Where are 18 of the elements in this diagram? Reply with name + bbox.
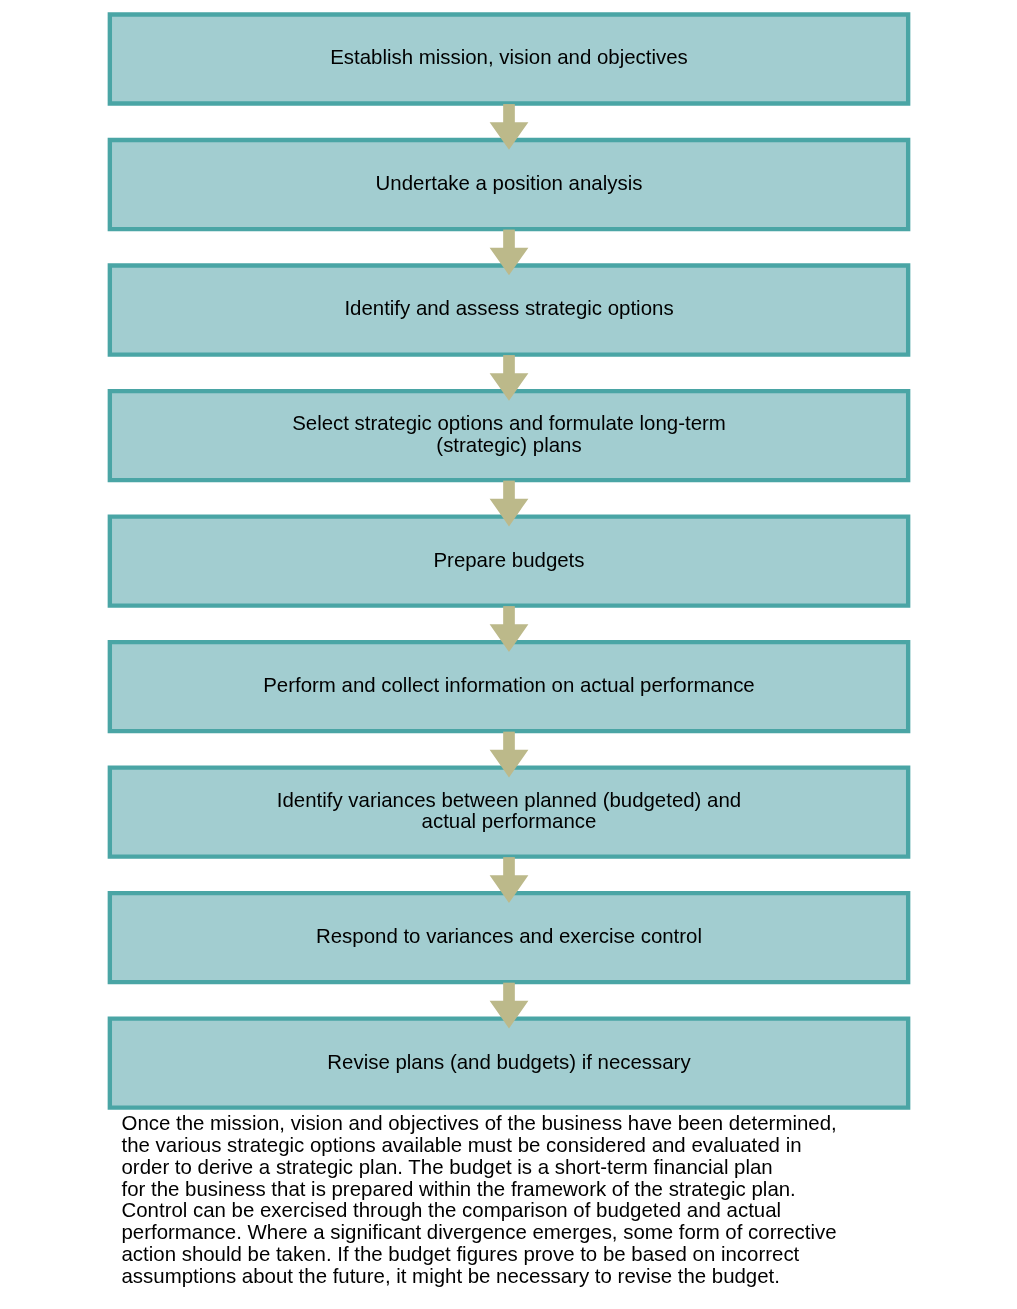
arrow [489, 606, 528, 652]
node-box: Identify variances between planned (budgeted) and actual performance [107, 765, 910, 859]
arrow [489, 857, 528, 903]
node-box: Prepare budgets [107, 514, 910, 608]
arrow [489, 982, 528, 1029]
arrow [489, 731, 528, 778]
node-box: Undertake a position analysis [107, 137, 910, 232]
arrow [489, 229, 528, 276]
arrow [489, 104, 528, 150]
node-box: Identify and assess strategic options [107, 263, 910, 357]
node-box: Establish mission, vision and objectives [107, 12, 910, 106]
caption: Once the mission, vision and objectives of the business have been determined, the various strategic options available must be considered and evaluated in order to derive a strategic plan. The budget is a short-term financial plan for the business that is prepared within the framework of the strategic plan. Control can be exercised through the comparison of budgeted and actual performance. Where a significant divergence emerges, some form of corrective action should be taken. If the budget figures prove to be based on incorrect assumptions about the future, it might be necessary to revise the budget. [121, 1111, 837, 1288]
arrow [489, 480, 528, 527]
node-box: Respond to variances and exercise control [107, 890, 910, 985]
node-box: Revise plans (and budgets) if necessary [107, 1016, 910, 1110]
node-box: Perform and collect information on actual performance [107, 639, 910, 734]
arrow [489, 355, 528, 401]
node-box: Select strategic options and formulate long-term (strategic) plans [107, 388, 910, 483]
